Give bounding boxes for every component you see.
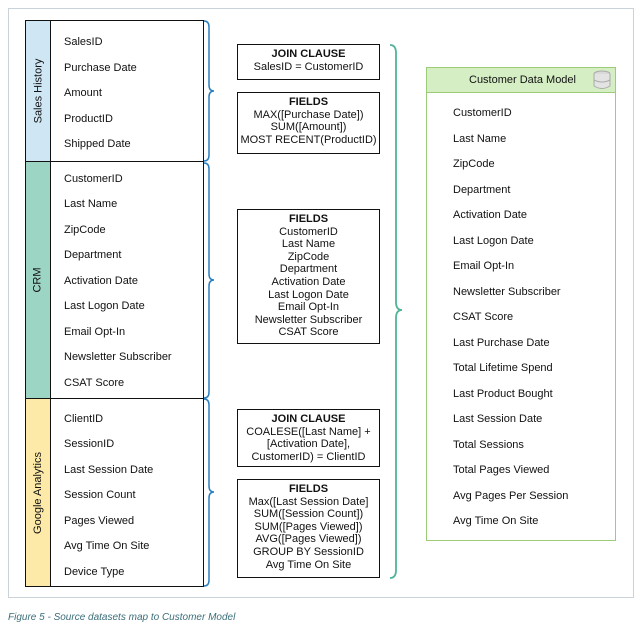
rule-title: JOIN CLAUSE (271, 48, 346, 60)
field-item: Newsletter Subscriber (453, 286, 561, 298)
rule-line: CSAT Score (278, 326, 339, 339)
field-item: ZipCode (64, 224, 106, 236)
field-item: Amount (64, 87, 102, 99)
rule-line: Department (279, 263, 338, 276)
rule-line: [Activation Date], (266, 438, 351, 451)
field-item: Avg Pages Per Session (453, 490, 569, 502)
field-item: Avg Time On Site (453, 515, 539, 527)
crm-brace (203, 162, 215, 399)
field-item: CustomerID (453, 107, 512, 119)
rule-title: FIELDS (288, 213, 329, 225)
field-item: Last Session Date (64, 464, 154, 476)
field-item: Total Sessions (453, 439, 524, 451)
field-item: Last Session Date (453, 413, 543, 425)
figure-frame (8, 8, 634, 598)
figure-caption: Figure 5 - Source datasets map to Custom… (8, 612, 236, 623)
customer-data-model-title: Customer Data Model (469, 74, 576, 86)
field-item: Activation Date (453, 209, 527, 221)
mapping-brace (389, 44, 403, 579)
sales-join-clause-box: JOIN CLAUSE SalesID = CustomerID (237, 44, 380, 80)
sales-fields-box: FIELDS MAX([Purchase Date]) SUM([Amount]… (237, 92, 380, 154)
rule-line: Email Opt-In (277, 301, 340, 314)
field-item: Avg Time On Site (64, 540, 150, 552)
field-item: SessionID (64, 438, 115, 450)
rule-line: Newsletter Subscriber (254, 313, 363, 326)
crm-tab: CRM (26, 162, 51, 398)
sales-history-table: Sales History SalesID Purchase Date Amou… (25, 20, 204, 162)
customer-data-model-header: Customer Data Model (427, 68, 615, 93)
field-item: ZipCode (453, 158, 495, 170)
rule-line: CustomerID (279, 225, 338, 238)
field-item: Email Opt-In (64, 326, 126, 338)
field-item: CSAT Score (453, 311, 514, 323)
rule-line: CustomerID) = ClientID (251, 450, 366, 463)
field-item: Device Type (64, 566, 125, 578)
crm-table: CRM CustomerID Last Name ZipCode Departm… (25, 162, 204, 399)
rule-line: AVG([Pages Viewed]) (255, 533, 362, 546)
field-item: Department (64, 249, 122, 261)
field-item: SalesID (64, 36, 103, 48)
rule-line: SalesID = CustomerID (253, 60, 364, 73)
rule-line: Last Name (281, 238, 336, 251)
rule-line: SUM([Pages Viewed]) (254, 520, 363, 533)
field-item: Last Name (64, 198, 118, 210)
google-analytics-tab: Google Analytics (26, 399, 51, 586)
rule-line: MAX([Purchase Date]) (253, 108, 364, 121)
rule-line: Max([Last Session Date] (248, 495, 369, 508)
field-item: Last Logon Date (64, 300, 145, 312)
field-item: Newsletter Subscriber (64, 351, 172, 363)
google-analytics-table: Google Analytics ClientID SessionID Last… (25, 398, 204, 587)
field-item: Department (453, 184, 511, 196)
ga-join-clause-box: JOIN CLAUSE COALESE([Last Name] + [Activ… (237, 409, 380, 467)
field-item: CustomerID (64, 173, 123, 185)
field-item: CSAT Score (64, 377, 125, 389)
field-item: Activation Date (64, 275, 138, 287)
rule-line: Avg Time On Site (265, 558, 352, 571)
rule-line: GROUP BY SessionID (253, 545, 364, 558)
rule-line: Last Logon Date (268, 288, 349, 301)
rule-line: COALESE([Last Name] + (246, 425, 371, 438)
ga-fields-box: FIELDS Max([Last Session Date] SUM([Sess… (237, 479, 380, 578)
field-item: Shipped Date (64, 138, 131, 150)
crm-fields-box: FIELDS CustomerID Last Name ZipCode Depa… (237, 209, 380, 344)
field-item: Pages Viewed (64, 515, 135, 527)
field-item: Session Count (64, 489, 136, 501)
crm-fields: CustomerID Last Name ZipCode Department … (50, 162, 203, 398)
sales-history-fields: SalesID Purchase Date Amount ProductID S… (50, 21, 203, 161)
rule-title: FIELDS (288, 483, 329, 495)
database-icon (593, 70, 611, 89)
customer-data-model: Customer Data Model CustomerID Last Name… (426, 67, 616, 541)
rule-line: Activation Date (271, 275, 346, 288)
field-item: Last Logon Date (453, 235, 534, 247)
sales-brace (203, 20, 215, 162)
field-item: Purchase Date (64, 62, 137, 74)
field-item: Last Purchase Date (453, 337, 550, 349)
rule-line: ZipCode (287, 250, 330, 263)
sales-history-tab: Sales History (26, 21, 51, 161)
rule-line: MOST RECENT(ProductID) (240, 133, 377, 146)
field-item: Email Opt-In (453, 260, 515, 272)
google-analytics-brace (203, 398, 215, 587)
google-analytics-fields: ClientID SessionID Last Session Date Ses… (50, 399, 203, 586)
field-item: Total Lifetime Spend (453, 362, 553, 374)
rule-line: SUM([Session Count]) (253, 508, 364, 521)
rule-title: FIELDS (288, 96, 329, 108)
field-item: ClientID (64, 413, 104, 425)
field-item: Last Product Bought (453, 388, 553, 400)
field-item: Total Pages Viewed (453, 464, 550, 476)
rule-line: SUM([Amount]) (270, 121, 347, 134)
field-item: ProductID (64, 113, 113, 125)
rule-title: JOIN CLAUSE (271, 413, 346, 425)
field-item: Last Name (453, 133, 507, 145)
